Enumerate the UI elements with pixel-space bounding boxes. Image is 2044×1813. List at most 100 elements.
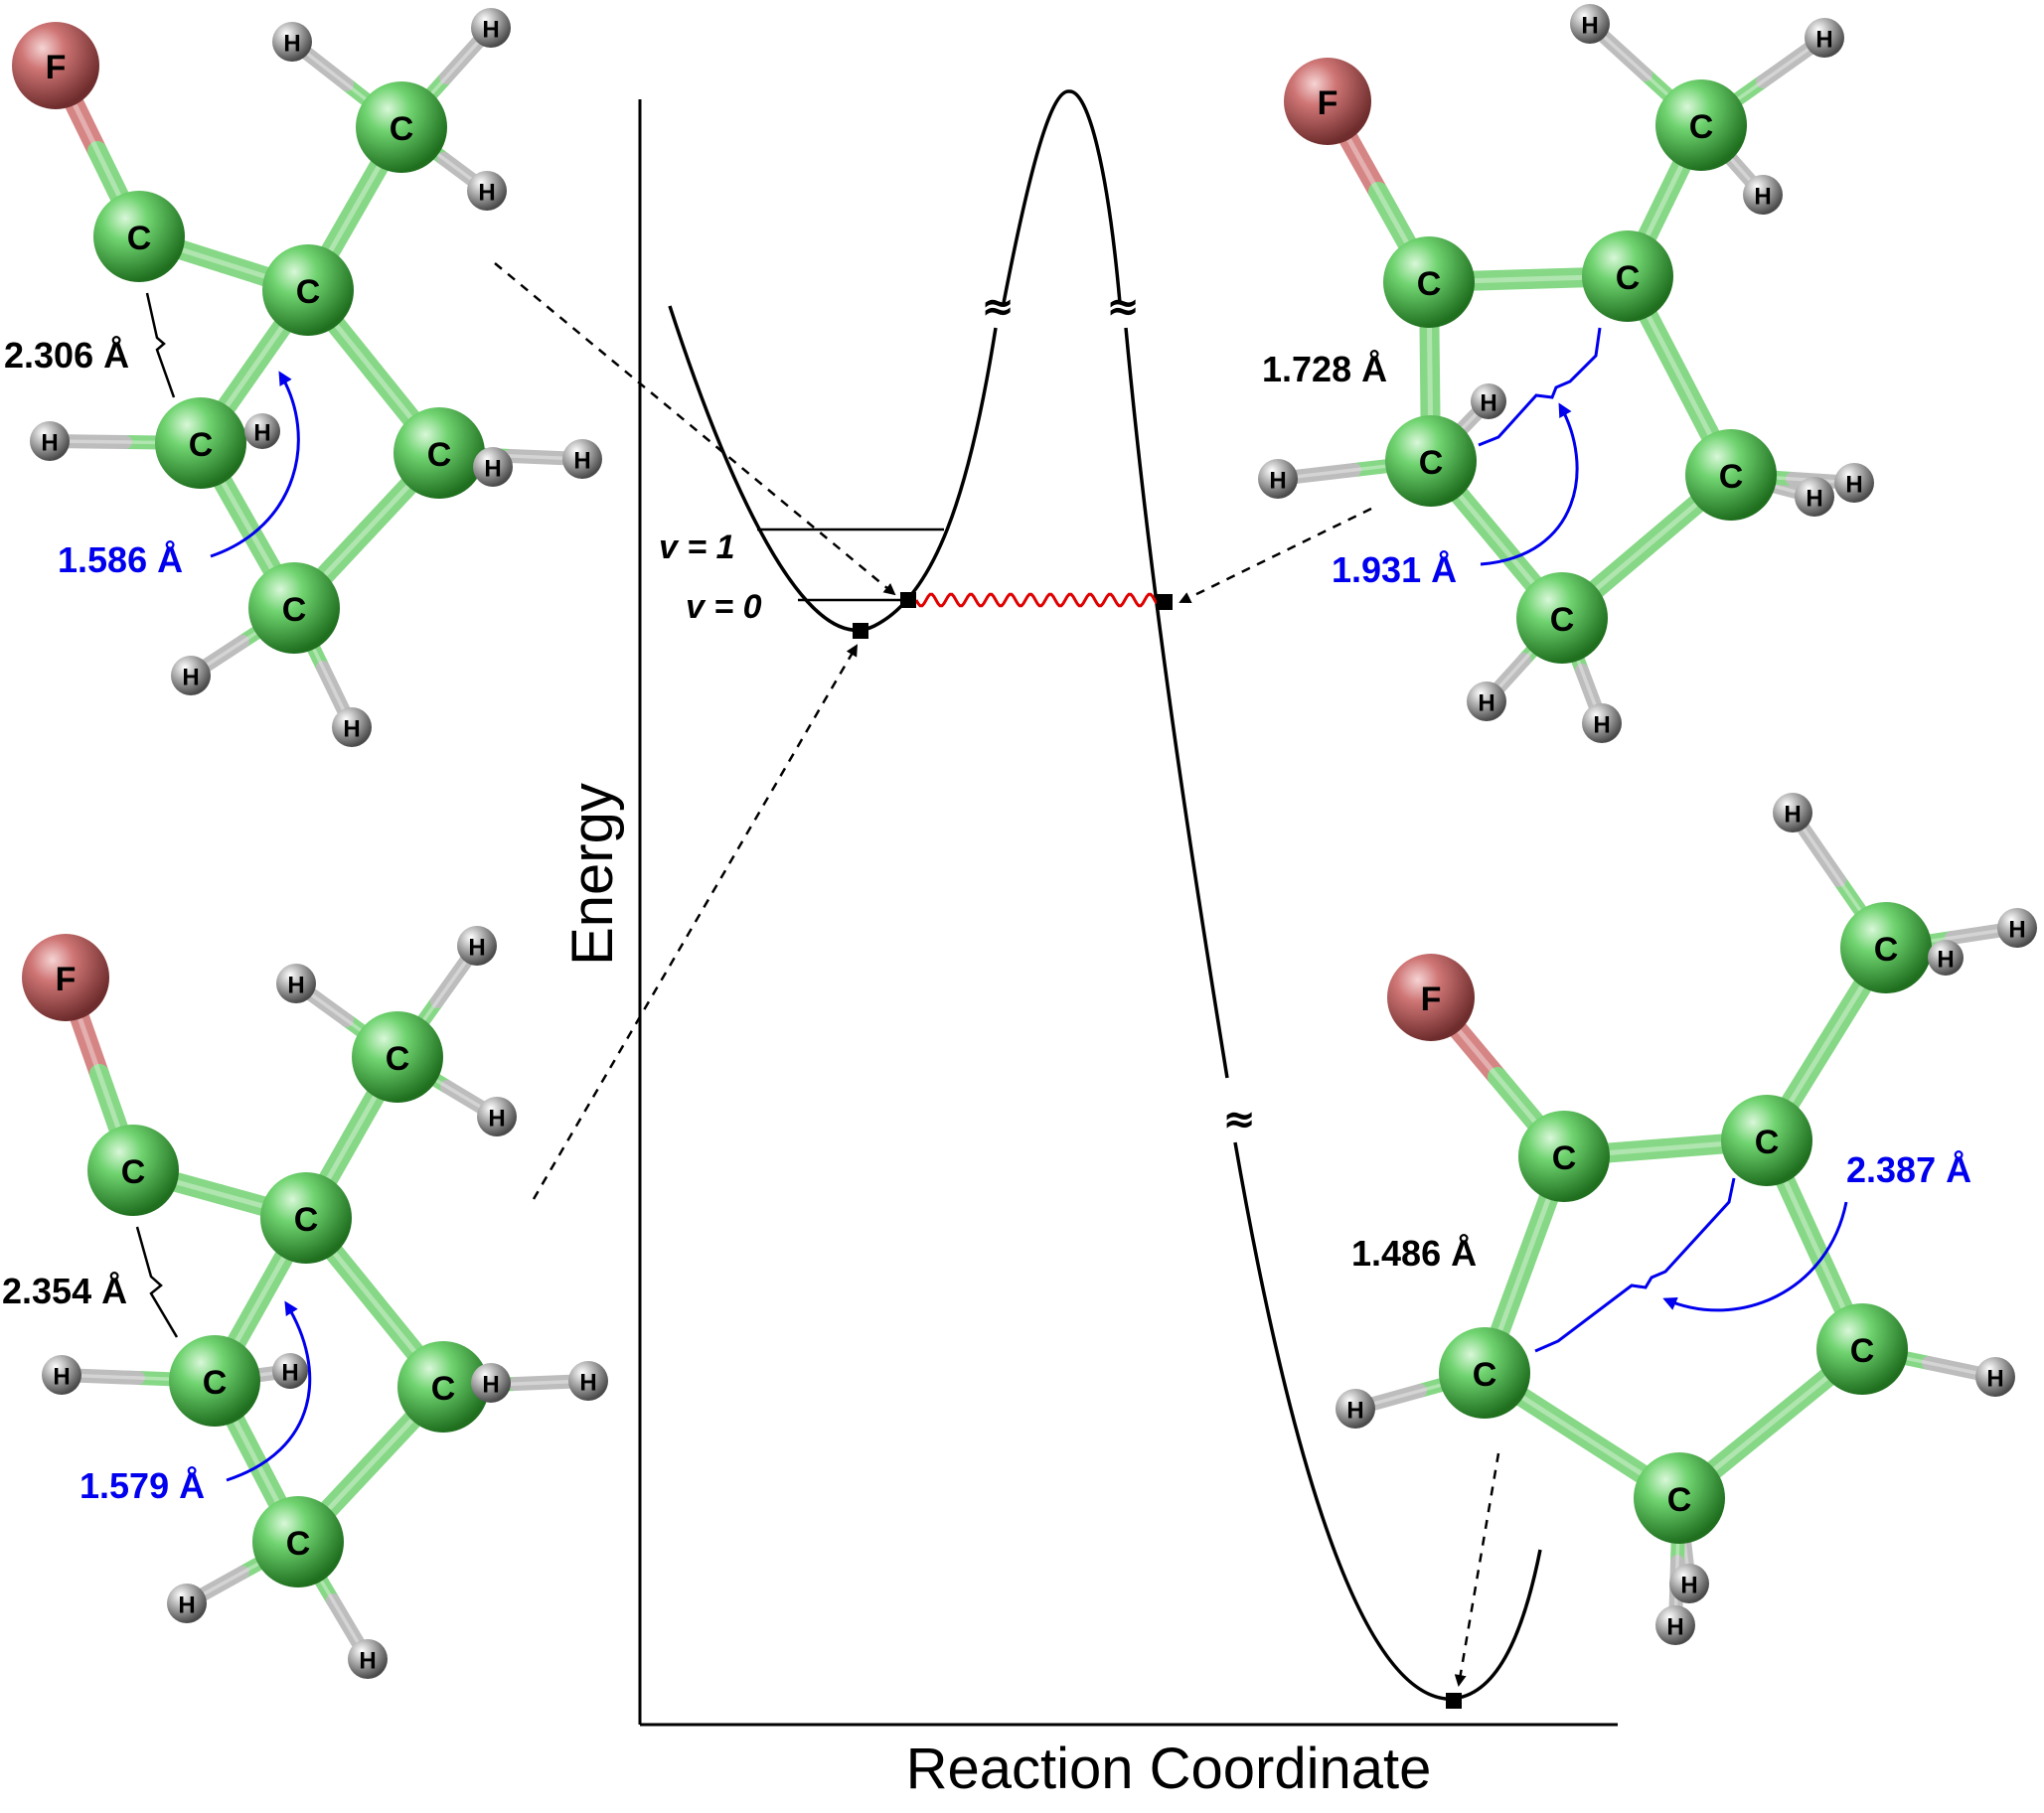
atom-H	[562, 439, 602, 479]
tl-distance-blue: 1.586 Å	[58, 539, 183, 580]
atom-label: H	[1666, 1614, 1683, 1641]
atom-label: H	[41, 430, 58, 457]
atom-H	[471, 8, 511, 48]
atom-H	[171, 656, 211, 695]
atom-label: H	[53, 1364, 70, 1391]
atom-C	[1385, 415, 1477, 507]
atom-H	[167, 1584, 207, 1623]
atom-label: H	[287, 973, 304, 999]
atom-C	[1685, 429, 1777, 521]
atom-label: C	[1719, 458, 1744, 496]
tr-blue-brace	[1478, 327, 1602, 447]
atom-label: F	[1318, 84, 1338, 122]
atom-H	[1336, 1389, 1375, 1429]
barrier-top-curve	[1002, 89, 1122, 304]
atom-H	[1655, 1605, 1695, 1645]
atom-H	[467, 171, 507, 211]
atom-label: C	[386, 1040, 410, 1078]
atom-label: C	[294, 1201, 319, 1239]
atom-F	[1284, 58, 1371, 145]
plot-axes: Reaction Coordinate Energy	[560, 99, 1618, 1801]
atom-label: C	[1850, 1332, 1875, 1370]
atom-H	[244, 413, 280, 449]
atom-label: H	[488, 1106, 505, 1133]
atom-H	[30, 421, 70, 461]
reactant-well-curve	[668, 305, 998, 633]
atom-label: H	[1269, 468, 1286, 495]
curve-break-mark-1: ≈	[981, 284, 1015, 330]
atom-label: H	[1986, 1366, 2003, 1393]
atom-label: H	[573, 448, 590, 475]
atom-H	[272, 1353, 308, 1389]
arrow-topleft-to-v0	[494, 262, 896, 596]
atom-C	[1516, 572, 1608, 664]
curve-break-mark-2: ≈	[1106, 284, 1140, 330]
atom-C	[1634, 1452, 1725, 1544]
br-distance-black: 1.486 Å	[1351, 1233, 1477, 1274]
atom-label: C	[286, 1525, 311, 1563]
atom-H	[1834, 463, 1874, 503]
bl-distance-blue: 1.579 Å	[79, 1465, 205, 1506]
atom-label: H	[1815, 27, 1832, 54]
atom-label: H	[1480, 390, 1496, 417]
tl-blue-arrow	[210, 371, 300, 558]
atom-H	[1471, 383, 1506, 419]
atom-C	[155, 397, 246, 489]
atom-label: H	[343, 716, 360, 743]
atom-label: H	[1593, 712, 1610, 739]
br-distance-blue: 2.387 Å	[1846, 1149, 1971, 1190]
tr-distance-blue: 1.931 Å	[1332, 549, 1457, 590]
atom-label: C	[296, 273, 321, 311]
atom-label: F	[1421, 981, 1442, 1018]
atom-label: C	[1473, 1356, 1497, 1394]
atom-C	[1721, 1095, 1812, 1186]
atom-label: H	[1680, 1573, 1697, 1599]
atom-H	[473, 447, 513, 487]
atom-C	[252, 1496, 344, 1587]
atom-F	[1387, 954, 1475, 1041]
atom-label: C	[1755, 1124, 1780, 1161]
atom-label: H	[1784, 802, 1801, 829]
atom-H	[276, 964, 316, 1003]
atom-label: C	[1689, 108, 1714, 146]
arrow-topright-to-exit	[1179, 507, 1372, 604]
atom-C	[393, 407, 485, 499]
atom-F	[12, 22, 99, 109]
atom-H	[1582, 703, 1622, 743]
atom-F	[22, 934, 109, 1021]
br-blue-brace	[1534, 1177, 1736, 1353]
atom-label: H	[253, 420, 270, 447]
atom-label: C	[127, 220, 152, 257]
atom-C	[260, 1172, 352, 1264]
curve-break-mark-3: ≈	[1222, 1097, 1256, 1142]
atom-label: C	[189, 426, 214, 464]
atom-label: C	[427, 436, 452, 474]
atom-label: C	[1616, 259, 1641, 297]
y-axis-label: Energy	[560, 783, 625, 966]
atom-C	[87, 1125, 179, 1216]
br-blue-arrow	[1662, 1201, 1848, 1312]
x-axis-label: Reaction Coordinate	[906, 1737, 1432, 1801]
atom-label: H	[1478, 690, 1494, 717]
vibrational-levels: v = 1 v = 0	[659, 528, 944, 626]
atom-H	[1743, 175, 1783, 215]
pointer-arrows	[494, 262, 1500, 1687]
atom-C	[397, 1341, 489, 1433]
atom-H	[1467, 681, 1506, 721]
atom-label: C	[203, 1364, 228, 1402]
level-v1-label: v = 1	[659, 529, 735, 566]
product-well-curve	[1233, 1141, 1542, 1701]
arrow-bottomright-to-product	[1454, 1452, 1500, 1687]
atom-label: H	[482, 17, 499, 44]
atom-C	[248, 562, 340, 654]
atom-C	[93, 191, 185, 282]
atom-C	[1582, 230, 1673, 322]
atom-H	[1258, 459, 1298, 499]
atom-H	[332, 707, 372, 747]
atom-label: C	[431, 1370, 456, 1408]
atom-label: H	[1845, 472, 1862, 499]
product-minimum-marker	[1446, 1693, 1462, 1709]
level-v0-label: v = 0	[686, 588, 762, 626]
